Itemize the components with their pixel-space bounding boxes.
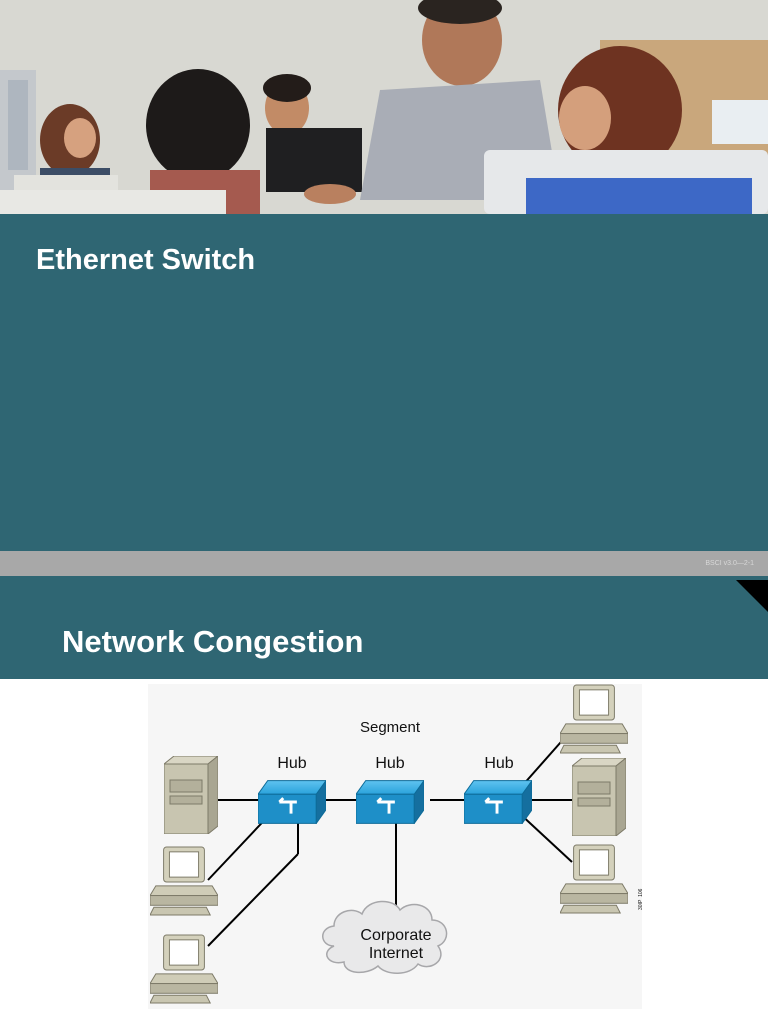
corner-triangle-icon [736,580,768,612]
hub-label: Hub [375,755,404,772]
slide-title: Ethernet Switch [36,244,256,276]
course-code: BSCI v3.0—2-1 [705,560,754,567]
hub-icon [464,780,532,824]
network-diagram: Segment Hub Hub Hub Corporate Internet 3… [148,684,642,1009]
workstation-icon [560,684,628,754]
figure-id: 30IP_106 [638,888,642,910]
hub-icon [356,780,424,824]
workstation-icon [150,846,218,916]
cloud-icon [322,900,448,974]
slide-ethernet-switch: Ethernet Switch [0,214,768,551]
slide-network-congestion-header: Network Congestion [0,576,768,679]
hub-label: Hub [484,755,513,772]
server-icon [572,758,626,836]
slide-title: Network Congestion [62,624,364,659]
server-icon [164,756,218,834]
cloud-label: Corporate [360,927,431,944]
classroom-photo [0,0,768,214]
slide-footer-bar: BSCI v3.0—2-1 [0,551,768,576]
hub-label: Hub [277,755,306,772]
segment-label: Segment [360,719,421,736]
workstation-icon [560,844,628,914]
network-links [207,733,573,947]
hub-icon [258,780,326,824]
cloud-label: Internet [369,945,424,962]
